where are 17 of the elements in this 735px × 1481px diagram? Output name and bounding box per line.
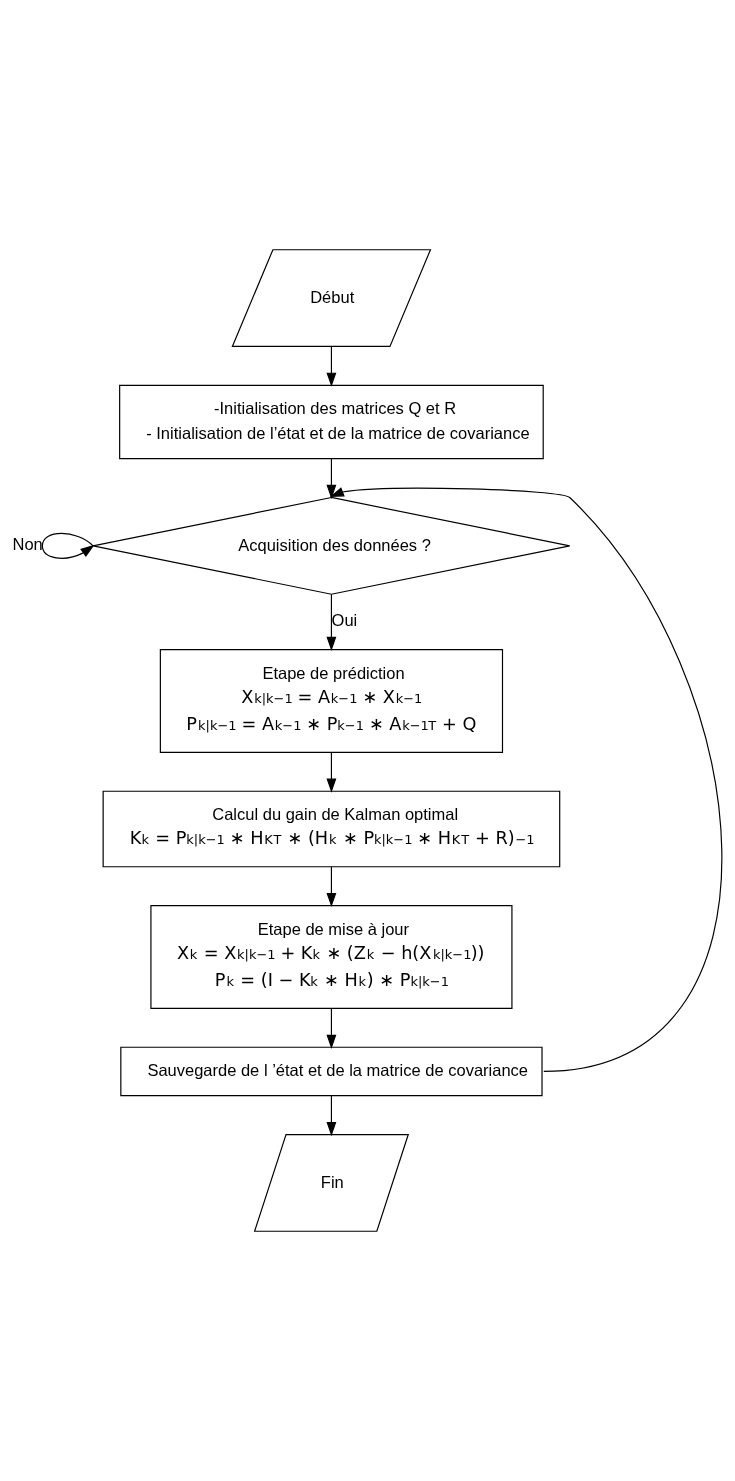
- edge-label: Oui: [331, 611, 358, 630]
- arrow: [326, 458, 337, 499]
- node-box: Etape de prédiction Xk|k−1 = Ak−1 ∗ Xk−1 Pk|k−1 = Ak−1 ∗ Pk−1 ∗ Ak−1T + Q: [159, 649, 504, 753]
- node-box: Calcul du gain de Kalman optimal Kk = Pk|k−1 ∗ HKT ∗ (Hk ∗ Pk|k−1 ∗ HKT + R)−1: [102, 790, 561, 868]
- arrow: [326, 751, 337, 793]
- edge-label: Non: [12, 535, 43, 554]
- arrow: [326, 593, 337, 651]
- arrow: [329, 487, 723, 1072]
- arrow: [326, 866, 337, 908]
- node-box: Etape de mise à jour Xk = Xk|k−1 + Kk ∗ (Zk − h(Xk|k−1)) Pk = (I − Kk ∗ Hk) ∗ Pk|k−1: [150, 905, 513, 1009]
- arrow: [326, 1095, 337, 1137]
- node-diamond: Acquisition des données ?: [92, 496, 571, 595]
- arrow: [326, 1008, 337, 1049]
- arrow: [41, 532, 95, 559]
- arrow: [326, 346, 337, 387]
- node-box: Sauvegarde de l ’état et de la matrice de covariance: [120, 1046, 543, 1097]
- node-box: -Initialisation des matrices Q et R - Initialisation de l’état et de la matrice de covariance: [119, 384, 544, 460]
